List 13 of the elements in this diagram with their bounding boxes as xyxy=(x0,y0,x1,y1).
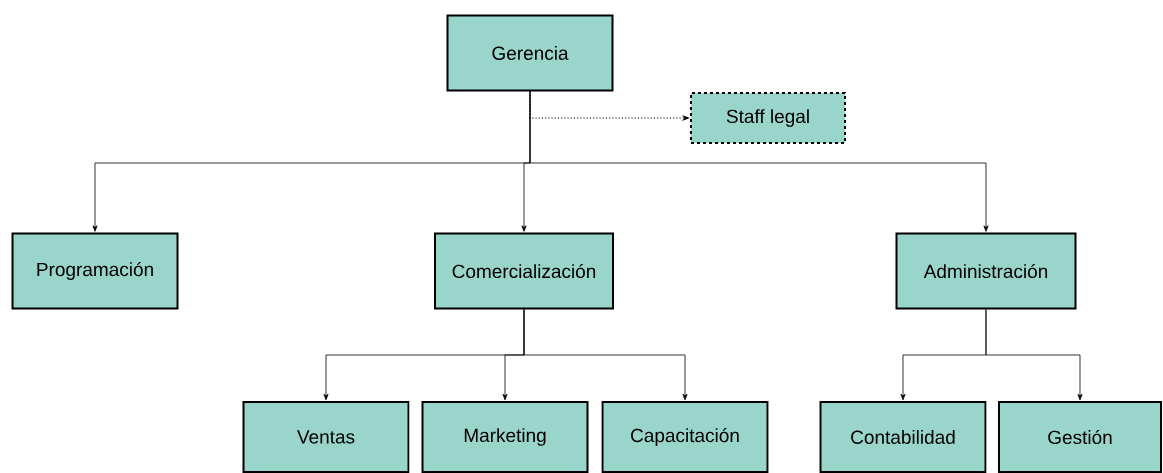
org-box: Contabilidad xyxy=(819,401,987,473)
dashed-box: Staff legal xyxy=(690,92,846,144)
org-box: Administración xyxy=(895,232,1077,310)
connector-arrow xyxy=(529,91,989,232)
org-box: Gestión xyxy=(998,401,1162,473)
connector-arrow xyxy=(523,309,688,401)
org-box: Gerencia xyxy=(446,14,614,92)
org-box: Ventas xyxy=(242,401,410,473)
org-box: Capacitación xyxy=(601,401,769,473)
org-box: Programación xyxy=(11,232,179,310)
connector-arrow xyxy=(985,309,1083,401)
org-box: Comercialización xyxy=(434,232,614,310)
org-box: Marketing xyxy=(421,401,589,473)
